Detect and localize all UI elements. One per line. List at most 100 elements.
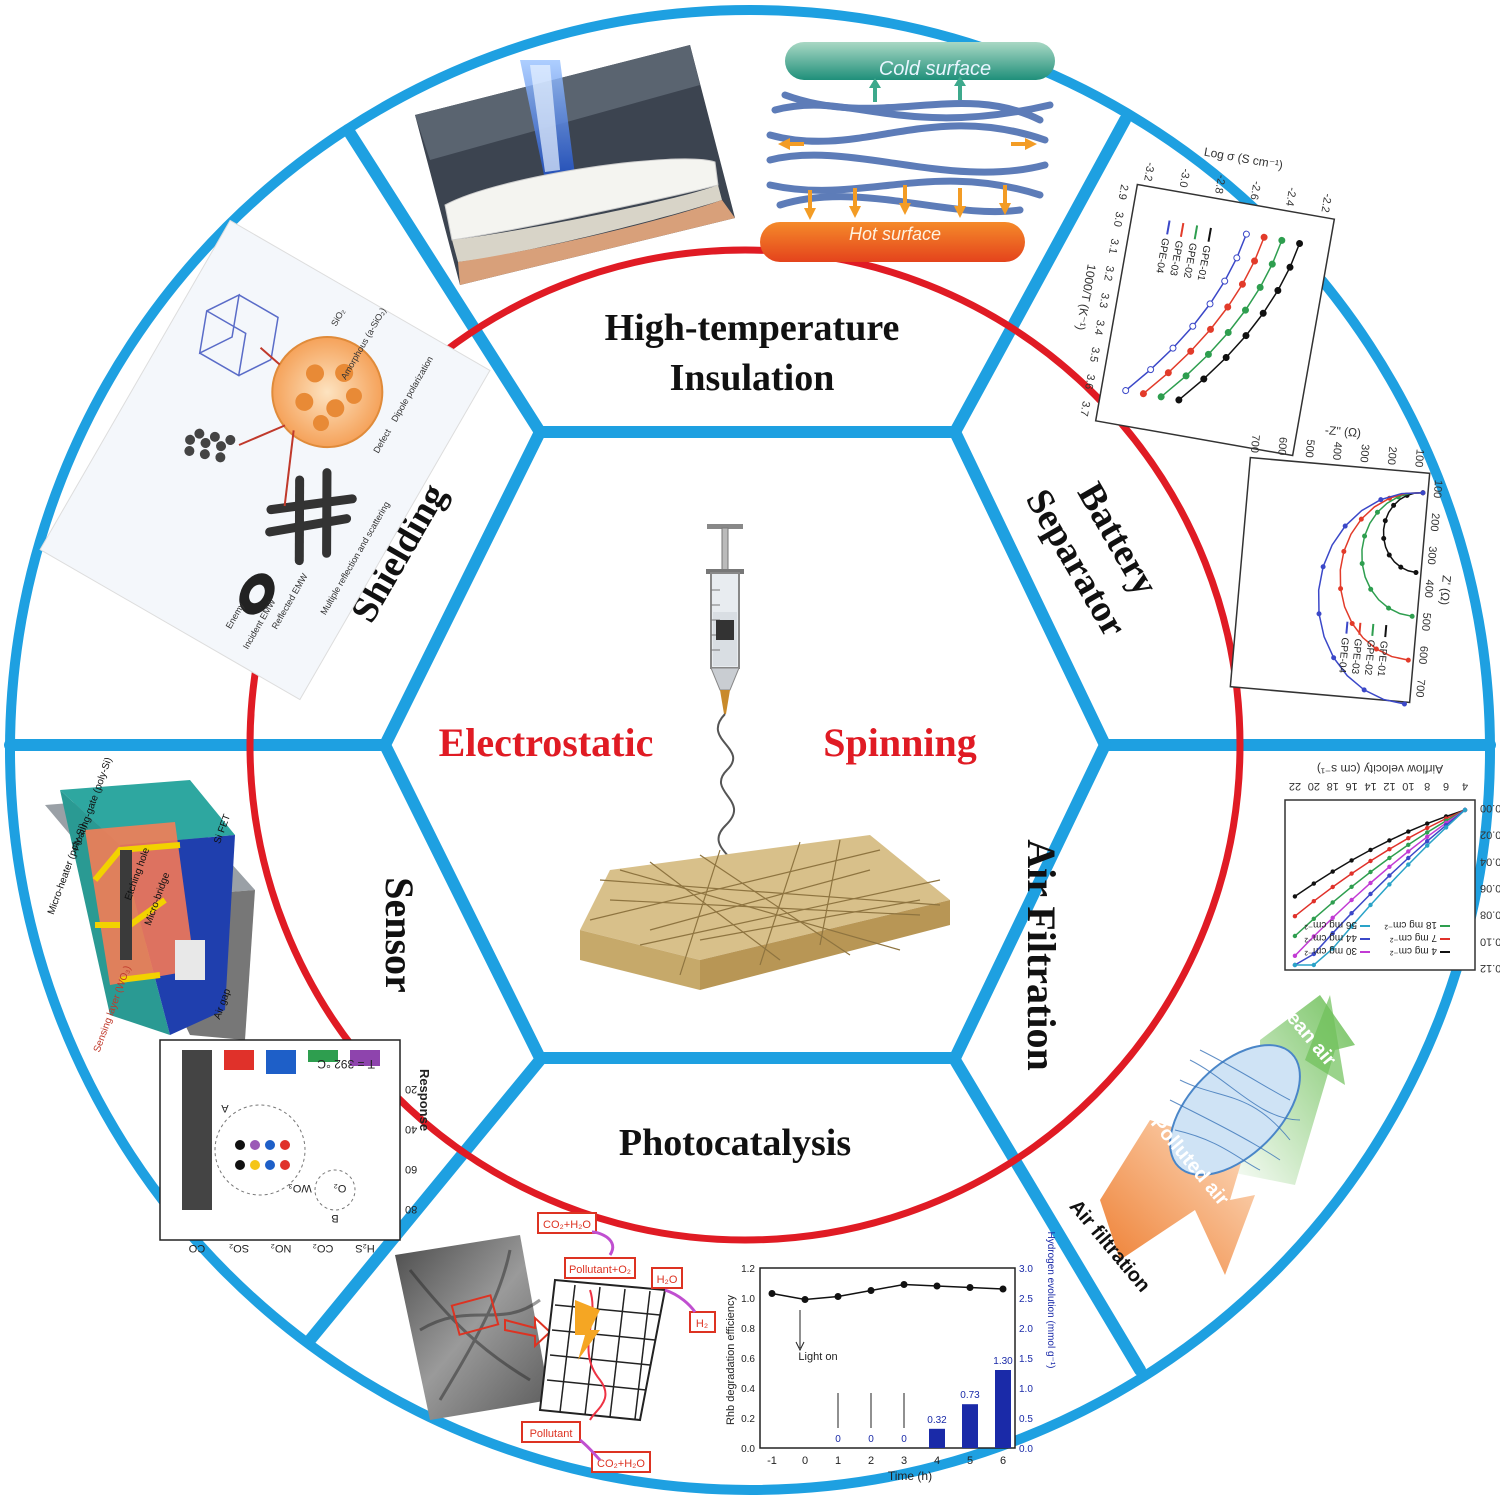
air-point bbox=[1311, 962, 1316, 968]
cond-point bbox=[1164, 369, 1172, 377]
imp-point bbox=[1320, 564, 1326, 570]
air-point bbox=[1368, 858, 1373, 864]
air-point bbox=[1349, 924, 1354, 929]
pc-point bbox=[966, 1284, 974, 1291]
sensor-ytick: 60 bbox=[405, 1163, 417, 1175]
cond-xtick: 3.4 bbox=[1092, 319, 1106, 336]
sensor-inset-label: B bbox=[331, 1212, 338, 1224]
cond-legend-swatch bbox=[1179, 222, 1185, 237]
air-legend-label: 7 mg cm⁻² bbox=[1389, 932, 1437, 943]
air-series-line bbox=[1294, 809, 1466, 917]
pc-point bbox=[999, 1285, 1007, 1293]
imp-point bbox=[1405, 657, 1411, 663]
sensor-bar bbox=[308, 1050, 338, 1062]
sensor-bar bbox=[350, 1050, 380, 1066]
air-point bbox=[1406, 829, 1411, 834]
cond-xtick: 3.3 bbox=[1096, 292, 1110, 309]
cond-point bbox=[1224, 303, 1232, 311]
air-point bbox=[1311, 899, 1316, 904]
sensor-gas-label: NO₂ bbox=[271, 1242, 292, 1254]
imp-series-line bbox=[1339, 492, 1423, 661]
air-point bbox=[1311, 951, 1316, 957]
air-xtick: 22 bbox=[1289, 780, 1301, 792]
photocatalysis-mechanism: CO₂+H₂O Pollutant+O₂ H₂O H₂ Pollutant CO… bbox=[504, 1212, 716, 1473]
sector-dividers bbox=[4, 114, 1496, 1376]
cond-point bbox=[1182, 372, 1190, 380]
pc-bar-label: 0.73 bbox=[960, 1390, 980, 1401]
pc-ytick-right: 0.5 bbox=[1019, 1414, 1033, 1425]
air-point bbox=[1387, 873, 1392, 878]
cond-point bbox=[1187, 347, 1195, 355]
imp-ytick: 500 bbox=[1303, 439, 1317, 458]
air-point bbox=[1368, 869, 1373, 875]
air-point bbox=[1311, 934, 1316, 939]
air-point bbox=[1330, 884, 1335, 890]
imp-series-line bbox=[1382, 492, 1423, 574]
imp-legend-label: GPE-01 bbox=[1375, 640, 1389, 677]
cond-point bbox=[1278, 236, 1286, 244]
label-high-temperature: High-temperature bbox=[605, 307, 900, 349]
imp-point bbox=[1368, 586, 1374, 592]
imp-point bbox=[1391, 502, 1397, 508]
air-series-line bbox=[1294, 809, 1466, 966]
cond-ytick: -2.8 bbox=[1212, 174, 1227, 195]
cond-point bbox=[1224, 328, 1232, 336]
cond-xtick: 3.2 bbox=[1101, 265, 1115, 282]
box-pollutant: Pollutant bbox=[530, 1428, 573, 1440]
cond-point bbox=[1260, 233, 1268, 241]
imp-point bbox=[1401, 701, 1407, 707]
air-point bbox=[1349, 911, 1354, 916]
sensor-gas-label: CO₂ bbox=[313, 1242, 334, 1254]
air-filtration-illustration: Clean air Polluted air Air filtration bbox=[1065, 992, 1355, 1297]
cond-point bbox=[1242, 230, 1250, 238]
cond-xtick: 3.7 bbox=[1077, 400, 1091, 417]
imp-xlabel: Z' (Ω) bbox=[1437, 575, 1454, 606]
imp-point bbox=[1413, 569, 1419, 575]
imp-ylabel: -Z'' (Ω) bbox=[1324, 423, 1361, 440]
cond-point bbox=[1206, 300, 1214, 308]
air-point bbox=[1387, 847, 1392, 852]
cond-point bbox=[1207, 325, 1215, 333]
pc-xtick: 2 bbox=[868, 1455, 874, 1467]
air-point bbox=[1387, 864, 1392, 869]
air-xlabel: Airflow velocity (cm s⁻¹) bbox=[1317, 762, 1443, 776]
cond-xtick: 3.5 bbox=[1087, 346, 1101, 363]
pc-xtick: -1 bbox=[767, 1455, 777, 1467]
cond-point bbox=[1259, 309, 1267, 317]
sensor-gas-molecule bbox=[250, 1160, 260, 1170]
imp-point bbox=[1386, 605, 1392, 611]
label-air-filtration: Air Filtration bbox=[1019, 839, 1064, 1070]
pc-point bbox=[834, 1293, 842, 1300]
imp-legend-swatch bbox=[1371, 623, 1375, 636]
label-photocatalysis: Photocatalysis bbox=[619, 1122, 851, 1164]
air-point bbox=[1425, 834, 1430, 839]
air-series-line bbox=[1294, 809, 1466, 898]
label-sensor: Sensor bbox=[377, 877, 422, 993]
air-series-line bbox=[1294, 809, 1466, 937]
imp-ytick: 400 bbox=[1330, 441, 1344, 460]
air-point bbox=[1425, 839, 1430, 844]
pc-bar bbox=[995, 1370, 1011, 1448]
sensor-gas-molecule bbox=[235, 1140, 245, 1150]
imp-legend-label: GPE-04 bbox=[1336, 637, 1350, 674]
imp-point bbox=[1378, 497, 1384, 503]
imp-point bbox=[1420, 490, 1426, 496]
cond-series-line bbox=[1160, 240, 1283, 398]
air-point bbox=[1406, 836, 1411, 841]
sensor-gas-molecule bbox=[280, 1160, 290, 1170]
pc-bar-label: 0 bbox=[901, 1434, 907, 1445]
pc-point bbox=[900, 1281, 908, 1288]
air-legend-label: 30 mg cm⁻² bbox=[1304, 945, 1357, 956]
pc-ytick-right: 0.0 bbox=[1019, 1444, 1033, 1455]
cond-point bbox=[1242, 332, 1250, 340]
pc-ytick-left: 0.8 bbox=[741, 1324, 755, 1335]
cond-point bbox=[1157, 393, 1165, 401]
pc-bar-label: 0.32 bbox=[927, 1415, 947, 1426]
sensor-ytick: 80 bbox=[405, 1203, 417, 1215]
air-point bbox=[1406, 842, 1411, 847]
imp-xtick: 200 bbox=[1428, 513, 1442, 532]
